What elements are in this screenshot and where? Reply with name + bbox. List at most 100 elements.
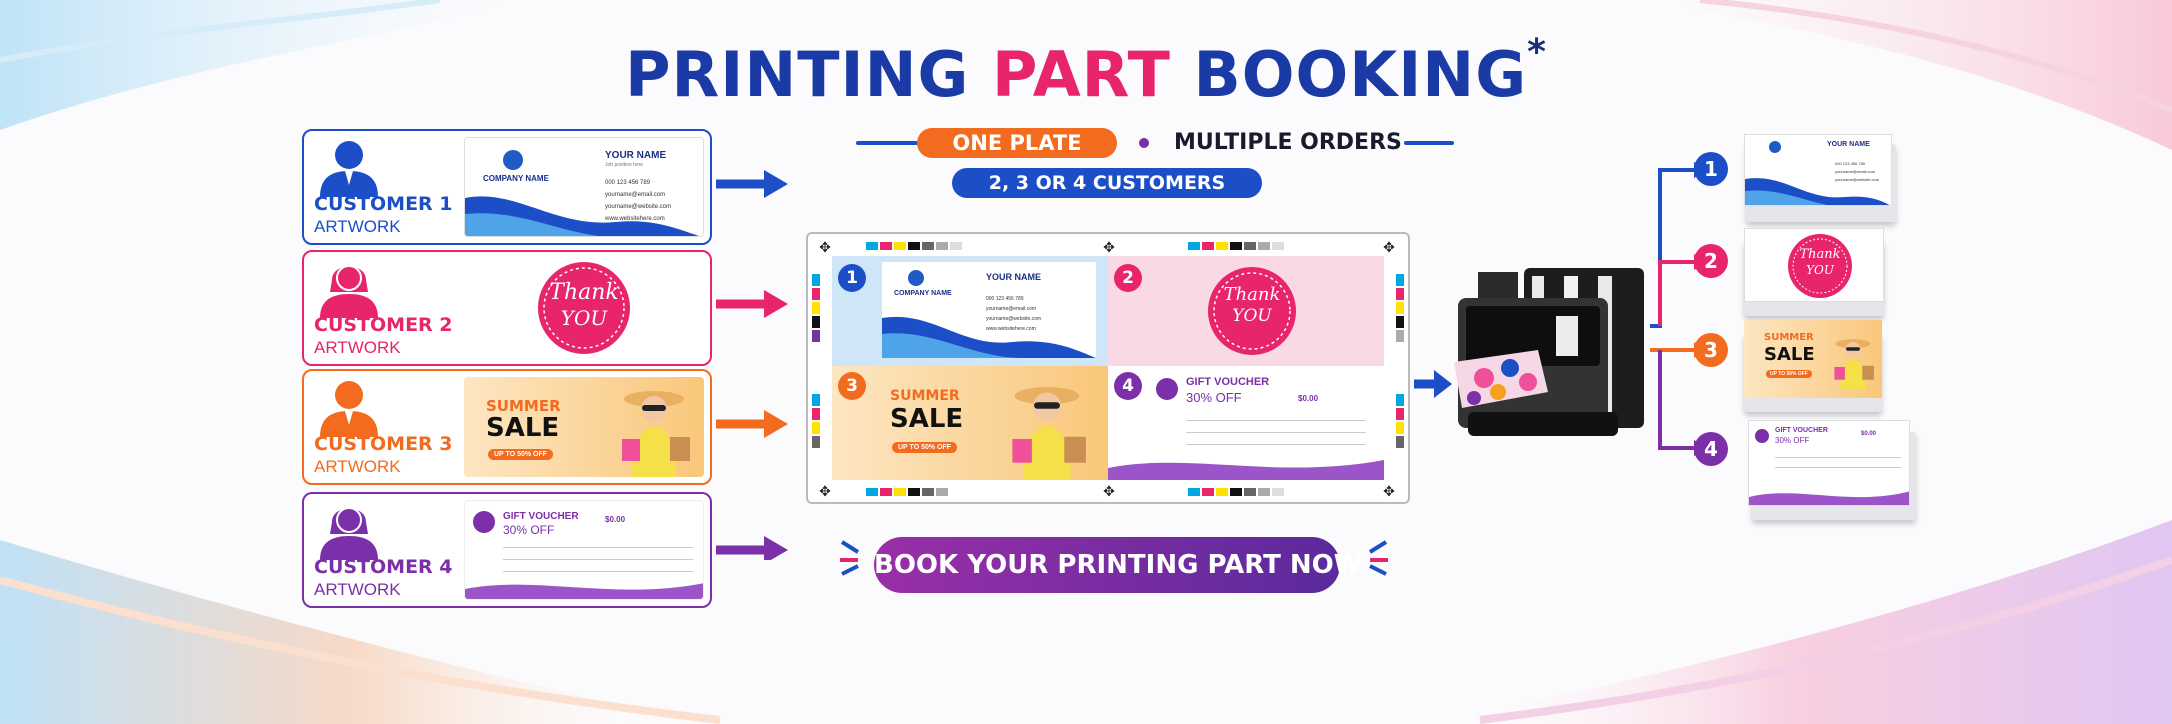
customer-4-card: CUSTOMER 4 ARTWORK GIFT VOUCHER 30% OFF … xyxy=(302,492,712,608)
plate-slot-2: 2 Thank YOU xyxy=(1108,256,1384,366)
title-booking: BOOKING xyxy=(1170,38,1528,111)
printer-machine-icon xyxy=(1454,268,1644,436)
plate-slot-3-number: 3 xyxy=(838,372,866,400)
voucher-logo-icon xyxy=(473,511,495,533)
voucher-wave-decor xyxy=(1749,491,1909,505)
plate-business-card: COMPANY NAME YOUR NAME 000 123 456 789 y… xyxy=(882,262,1096,358)
card-line-web: yourname@website.com xyxy=(605,204,672,210)
plate-color-bars xyxy=(812,242,1404,496)
card-wave-decor xyxy=(465,196,699,236)
thank-you-line1: Thank xyxy=(1799,247,1841,262)
subtitle-dot xyxy=(1139,138,1149,148)
customer-4-name: CUSTOMER 4 xyxy=(314,556,453,578)
card-line-site: www.websitehere.com xyxy=(605,216,665,222)
customer-2-name: CUSTOMER 2 xyxy=(314,314,453,336)
registration-mark-icon: ✥ xyxy=(1383,239,1395,255)
your-name: YOUR NAME xyxy=(1827,141,1870,148)
plate-slot-4: 4 GIFT VOUCHER 30% OFF $0.00 xyxy=(1108,366,1384,480)
summer-label: SUMMER xyxy=(486,397,561,415)
customer-2-card: CUSTOMER 2 ARTWORK Thank YOU xyxy=(302,250,712,366)
output-stack-3: SUMMER SALE UP TO 50% OFF xyxy=(1744,320,1882,412)
card-line-web: yourname@website.com xyxy=(986,316,1042,322)
output-3-number: 3 xyxy=(1694,333,1728,367)
output-summer-sale-card: SUMMER SALE UP TO 50% OFF xyxy=(1744,320,1882,398)
voucher-title: GIFT VOUCHER xyxy=(1775,427,1828,434)
output-2-number: 2 xyxy=(1694,244,1728,278)
voucher-line-3 xyxy=(503,571,693,572)
card-wave-decor xyxy=(1745,178,1890,205)
thank-you-line2: YOU xyxy=(1232,306,1272,326)
voucher-offer: 30% OFF xyxy=(503,523,555,537)
plate-slot-1-number: 1 xyxy=(838,264,866,292)
your-name: YOUR NAME xyxy=(986,272,1042,282)
registration-mark-icon: ✥ xyxy=(1103,239,1115,255)
voucher-line-1 xyxy=(1186,420,1366,421)
customer-1-business-card: COMPANY NAME YOUR NAME Job position here… xyxy=(464,137,704,237)
title-printing: PRINTING xyxy=(625,38,992,111)
thank-you-line2: YOU xyxy=(1806,263,1834,277)
card-wave-decor xyxy=(882,316,1096,358)
output-gift-voucher: GIFT VOUCHER 30% OFF $0.00 xyxy=(1748,420,1910,506)
company-logo-icon xyxy=(503,150,523,170)
customer-3-artwork-label: ARTWORK xyxy=(314,457,401,476)
output-stack-4: GIFT VOUCHER 30% OFF $0.00 xyxy=(1748,420,1916,520)
card-line-email: yourname@email.com xyxy=(605,192,666,198)
customer-2-artwork-label: ARTWORK xyxy=(314,338,401,357)
output-thank-you-card: Thank YOU xyxy=(1744,228,1884,302)
customer-3-avatar-icon xyxy=(320,381,378,437)
customer-4-artwork-label: ARTWORK xyxy=(314,580,401,599)
card-line-web: yourname@website.com xyxy=(1835,177,1880,182)
card-line-phone: 000 123 456 789 xyxy=(986,296,1024,302)
output-business-card: YOUR NAME 000 123 456 789 yourname@email… xyxy=(1744,134,1892,206)
voucher-wave-decor xyxy=(1108,460,1384,480)
voucher-line-2 xyxy=(1775,467,1901,468)
voucher-code: $0.00 xyxy=(1298,394,1319,403)
cta-sparkle-left-icon xyxy=(840,540,860,576)
plate-to-printer-arrow xyxy=(1414,370,1452,398)
customer-1-card: CUSTOMER 1 ARTWORK COMPANY NAME YOUR NAM… xyxy=(302,129,712,245)
plate-slot-1: 1 COMPANY NAME YOUR NAME 000 123 456 789… xyxy=(832,256,1108,366)
voucher-logo-icon xyxy=(1156,378,1178,400)
voucher-line-1 xyxy=(1775,457,1901,458)
customer-3-summer-sale-banner: SUMMER SALE UP TO 50% OFF xyxy=(464,377,704,477)
job-title: Job position here xyxy=(605,162,644,168)
page-title: PRINTING PART BOOKING* xyxy=(0,32,2172,111)
customer-1-artwork-label: ARTWORK xyxy=(314,217,401,236)
voucher-code: $0.00 xyxy=(605,515,626,524)
customer-4-gift-voucher: GIFT VOUCHER 30% OFF $0.00 xyxy=(464,500,704,600)
card-line-phone: 000 123 456 789 xyxy=(605,180,651,186)
cta-sparkle-right-icon xyxy=(1368,540,1388,576)
voucher-line-1 xyxy=(503,547,693,548)
multiple-orders-label: MULTIPLE ORDERS xyxy=(1174,130,1402,155)
thank-you-badge-shape xyxy=(1208,267,1296,355)
plate-slot-3: 3 SUMMER SALE UP TO 50% OFF xyxy=(832,366,1108,480)
sale-label: SALE xyxy=(1764,344,1815,365)
company-name: COMPANY NAME xyxy=(894,290,952,297)
summer-label: SUMMER xyxy=(1764,332,1814,343)
input-arrows xyxy=(716,170,788,560)
output-4-number: 4 xyxy=(1694,432,1728,466)
sale-discount-badge: UP TO 50% OFF xyxy=(488,449,554,460)
print-plate: ✥ ✥ ✥ ✥ ✥ ✥ 1 COMPANY NAME YOUR NAME 000… xyxy=(806,232,1410,504)
customer-1-name: CUSTOMER 1 xyxy=(314,193,453,215)
company-name: COMPANY NAME xyxy=(483,174,549,183)
plate-slot-2-number: 2 xyxy=(1114,264,1142,292)
one-plate-badge: ONE PLATE xyxy=(917,128,1117,158)
card-line-email: yourname@email.com xyxy=(986,306,1037,312)
output-stack-2: Thank YOU xyxy=(1744,228,1884,316)
registration-mark-icon: ✥ xyxy=(819,483,831,499)
customer-3-card: CUSTOMER 3 ARTWORK SUMMER SALE UP TO 50%… xyxy=(302,369,712,485)
book-printing-part-button[interactable]: BOOK YOUR PRINTING PART NOW xyxy=(874,537,1362,593)
sale-label: SALE xyxy=(486,413,560,443)
company-logo-icon xyxy=(1769,141,1781,153)
voucher-code: $0.00 xyxy=(1861,431,1877,437)
title-part: PART xyxy=(991,38,1171,111)
thank-you-line1: Thank xyxy=(549,280,619,305)
voucher-logo-icon xyxy=(1755,429,1769,443)
output-1-number: 1 xyxy=(1694,152,1728,186)
customer-1-avatar-icon xyxy=(320,141,378,197)
card-line-site: www.websitehere.com xyxy=(986,326,1036,332)
company-logo-icon xyxy=(908,270,924,286)
voucher-line-2 xyxy=(1186,432,1366,433)
voucher-offer: 30% OFF xyxy=(1775,436,1810,445)
